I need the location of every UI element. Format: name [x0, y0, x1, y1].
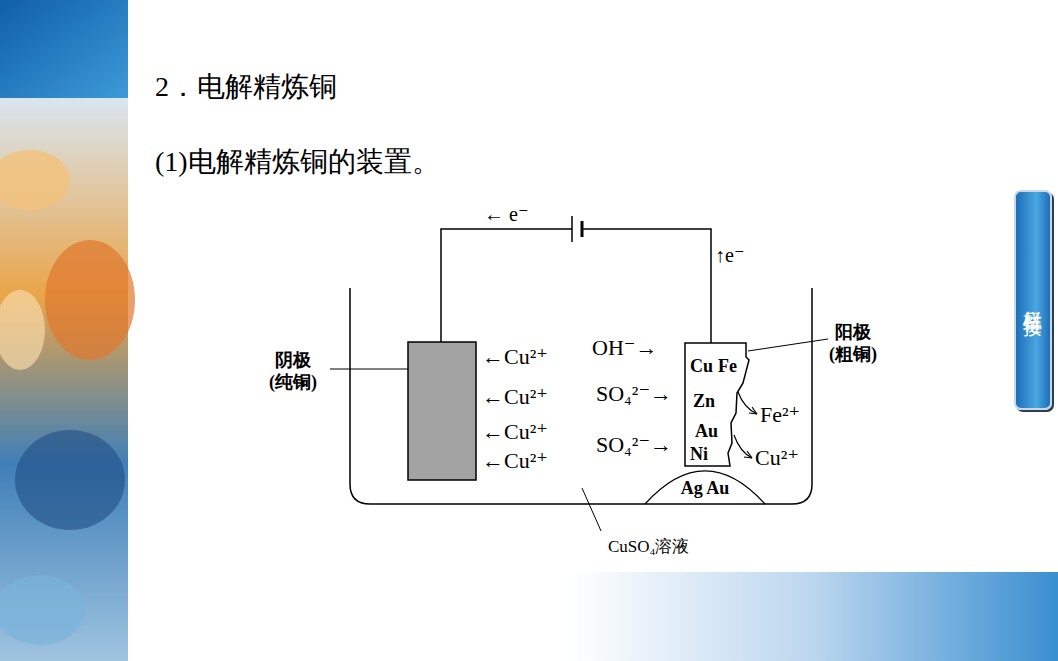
electrode-label: 阴极 (纯铜) [269, 350, 317, 393]
side-decoration [0, 290, 45, 370]
anode-plate-text: Fe [718, 356, 737, 378]
footer-band [570, 572, 1058, 661]
ion-label: ←Cu²⁺ [482, 448, 548, 474]
side-decoration [0, 575, 85, 645]
anode-outline [685, 343, 749, 466]
side-decoration [15, 430, 125, 530]
battery-symbol [571, 216, 573, 242]
arrow-head [749, 407, 757, 414]
slide-title: 2．电解精炼铜 [155, 70, 337, 104]
anode-plate-text: Au [695, 421, 718, 443]
arrow-head [744, 451, 752, 458]
ion-label: SO₄²⁻→ [596, 381, 672, 407]
anode-mud-text: Ag Au [645, 478, 765, 500]
electrode-label: 阳极 (粗铜) [829, 322, 877, 365]
anode-mud: Ag Au [645, 470, 765, 504]
anode-plate: CuFeZnAuNi [685, 343, 750, 466]
anode-plate-text: Cu [690, 356, 713, 378]
ion-label: Fe²⁺ [760, 402, 800, 428]
ion-label: SO₄²⁻→ [596, 432, 672, 458]
ion-label: OH⁻→ [592, 335, 657, 361]
electrolytic-tank [350, 288, 812, 504]
solution-label: CuSO₄溶液 [608, 537, 690, 557]
corner-block [0, 0, 128, 98]
cathode-plate [408, 342, 476, 480]
electron-flow: ← e⁻ [484, 202, 528, 226]
wire [582, 229, 711, 343]
curved-arrow [734, 435, 752, 458]
mound-outline [645, 471, 765, 504]
nav-tab: 栏目链接 [1014, 190, 1052, 410]
subtitle: (1)电解精炼铜的装置。 [155, 145, 440, 179]
curved-arrow [738, 392, 757, 414]
leader-line [330, 369, 408, 370]
leader-line [582, 488, 601, 531]
anode-plate-text: Ni [690, 444, 708, 466]
wire [441, 229, 572, 342]
battery-symbol [581, 221, 584, 237]
ion-label: Cu²⁺ [755, 445, 799, 471]
ion-label: ←Cu²⁺ [482, 419, 548, 445]
ion-label: ←Cu²⁺ [482, 384, 548, 410]
ion-label: ←Cu²⁺ [482, 344, 548, 370]
electron-flow: ↑e⁻ [715, 243, 744, 267]
nav-tab-text: 栏目链接 [1022, 296, 1045, 304]
leader-line [748, 339, 828, 351]
side-decoration [0, 150, 70, 210]
side-decoration [45, 240, 135, 360]
anode-plate-text: Zn [693, 391, 715, 413]
